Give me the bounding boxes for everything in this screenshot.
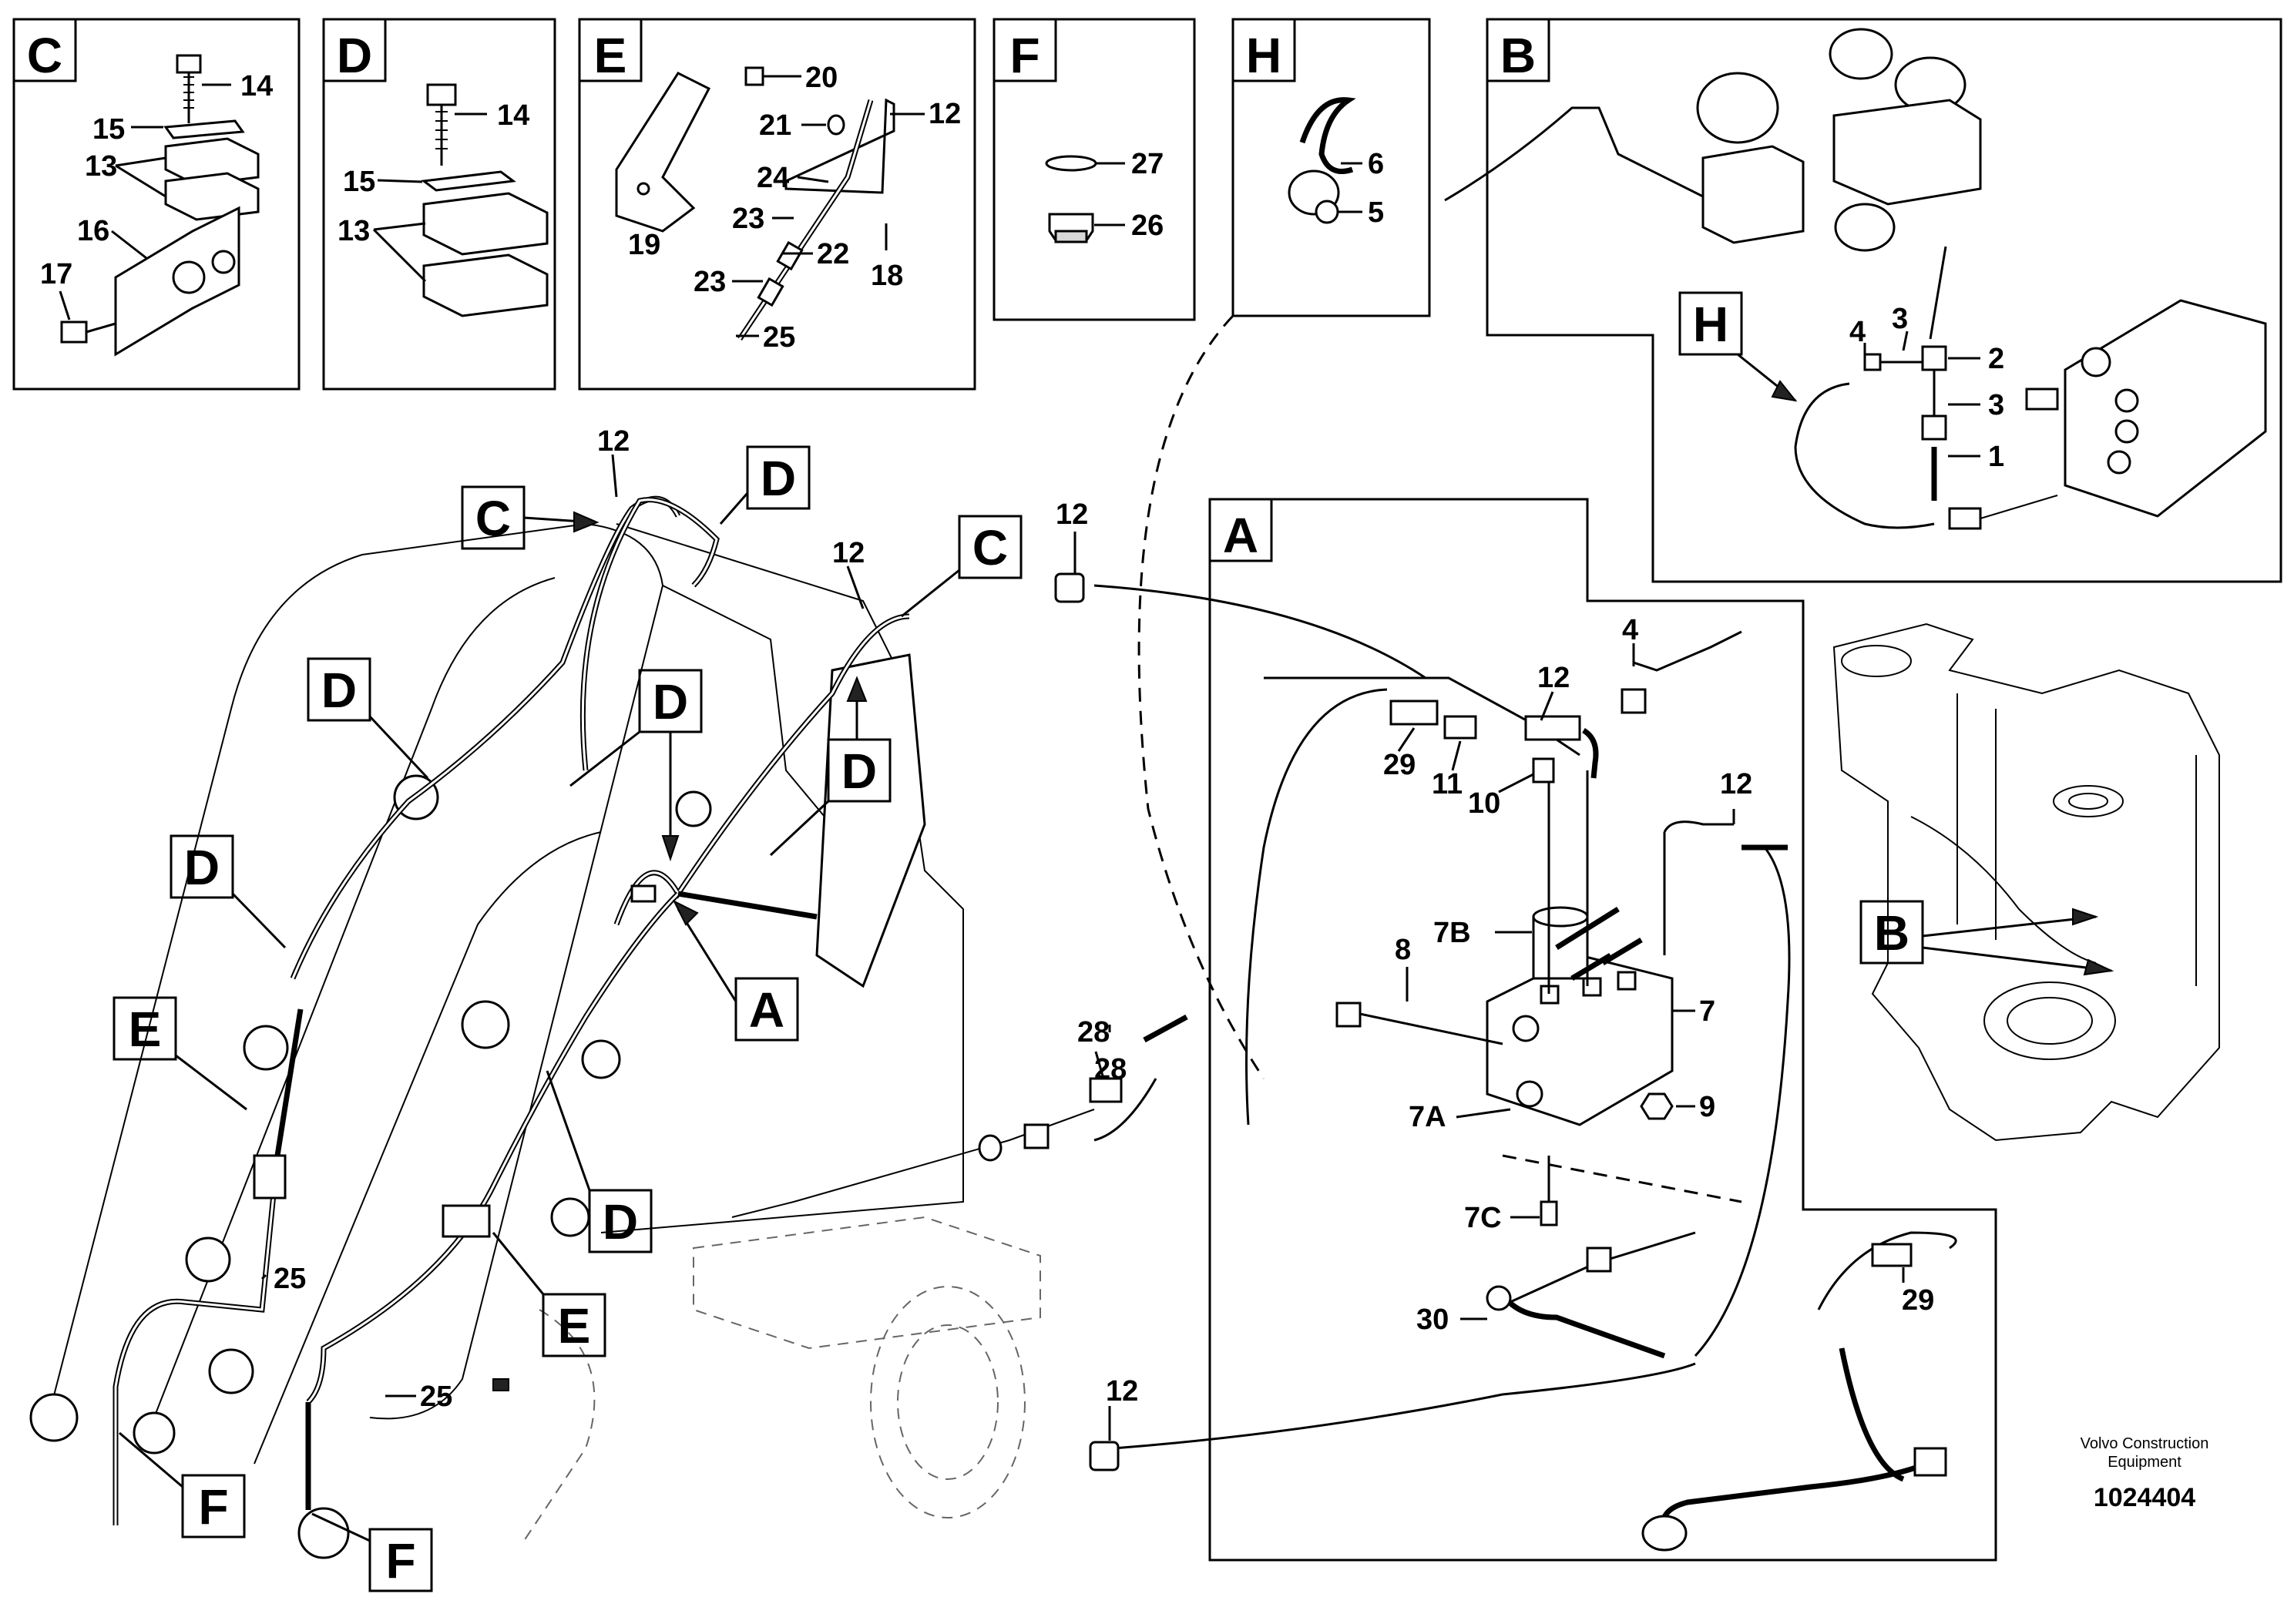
part-label: 20 (805, 62, 838, 94)
part-label: 3 (1892, 303, 1908, 335)
part-label: 1 (1988, 441, 2004, 473)
panel-d-letter: D (337, 28, 372, 83)
link-h-to-a (1137, 314, 1265, 1079)
panel-e-letter: E (594, 28, 627, 83)
part-label: 29 (1383, 749, 1416, 781)
part-label: 13 (85, 150, 117, 183)
part-label: 19 (628, 229, 660, 261)
loader-labels: 12 12 25 25 C D C D D D D A (113, 425, 1023, 1592)
callout-d: D (653, 674, 688, 730)
part-label: 25 (274, 1263, 306, 1295)
detail-panel-d: D 14 15 13 (322, 18, 556, 391)
part-label: 8 (1395, 934, 1411, 966)
brand-line-1: Volvo Construction (2081, 1435, 2209, 1452)
callout-c: C (475, 491, 511, 546)
detail-panel-f: F 27 26 (992, 18, 1196, 321)
part-label: 12 (929, 98, 961, 130)
part-label: 7 (1699, 995, 1715, 1028)
part-label: 25 (763, 321, 795, 354)
callout-c: C (972, 520, 1008, 575)
part-label: 26 (1131, 210, 1164, 242)
detail-panel-e: E 20 21 12 24 19 23 22 18 23 25 (578, 18, 976, 391)
part-label: 12 (1056, 498, 1088, 531)
document-id: 1024404 (2094, 1483, 2195, 1512)
part-label: 15 (343, 166, 375, 198)
part-label: 3 (1988, 389, 2004, 421)
callout-d: D (761, 451, 796, 506)
callout-d: D (184, 840, 220, 895)
detail-panel-b: B H 4 3 2 (1444, 18, 2282, 583)
part-label: 12 (832, 537, 865, 569)
panel-h-letter: H (1246, 28, 1281, 83)
callout-f: F (198, 1479, 228, 1535)
callout-d: D (321, 663, 357, 718)
part-label: 21 (759, 109, 791, 142)
part-label: 14 (497, 99, 529, 132)
part-label: 12 (1537, 662, 1570, 694)
part-label: 7B (1433, 917, 1471, 949)
callout-f: F (385, 1533, 415, 1589)
part-label: 10 (1468, 787, 1500, 820)
panel-a-letter: A (1223, 508, 1258, 563)
frame-view: B (1832, 622, 2220, 1142)
part-label: 16 (77, 215, 109, 247)
part-label: 7C (1464, 1202, 1502, 1234)
loader-view: 28 (29, 495, 1188, 1559)
part-label: 22 (817, 238, 849, 270)
footer: Volvo Construction Equipment 1024404 (2081, 1435, 2209, 1512)
part-label: 14 (240, 70, 273, 102)
part-label: 9 (1699, 1091, 1715, 1123)
part-label: 23 (732, 203, 764, 235)
callout-h: H (1693, 297, 1728, 352)
part-label: 25 (420, 1381, 452, 1413)
part-label: 27 (1131, 148, 1164, 180)
part-label: 6 (1368, 148, 1384, 180)
part-label: 13 (338, 215, 370, 247)
part-label: 17 (40, 258, 72, 290)
callout-d: D (603, 1194, 638, 1250)
brand-line-2: Equipment (2108, 1454, 2181, 1471)
part-label: 12 (1106, 1375, 1138, 1408)
part-label: 28 (1094, 1053, 1127, 1085)
part-label: 2 (1988, 343, 2004, 375)
part-label: 4 (1622, 614, 1638, 646)
part-label: 11 (1432, 768, 1463, 800)
panel-b-letter: B (1500, 28, 1536, 83)
callout-e: E (558, 1298, 591, 1354)
part-label: 15 (92, 113, 125, 146)
part-label: 5 (1368, 196, 1384, 229)
part-label: 30 (1416, 1304, 1449, 1336)
part-label: 18 (871, 260, 903, 292)
detail-panel-a: A (1054, 498, 1997, 1562)
detail-panel-h: H 6 5 (1231, 18, 1431, 317)
callout-b-frame: B (1874, 905, 1909, 961)
part-label: 29 (1902, 1284, 1934, 1317)
part-label: 28 (1077, 1016, 1110, 1049)
part-label: 12 (1720, 768, 1752, 800)
detail-panel-c: C 14 15 13 16 17 (12, 18, 301, 391)
callout-d: D (841, 743, 877, 799)
panel-c-letter: C (27, 28, 62, 83)
callout-a: A (749, 982, 784, 1038)
part-label: 12 (597, 425, 630, 458)
part-label: 24 (757, 162, 789, 194)
part-label: 23 (694, 266, 726, 298)
part-label: 7A (1409, 1101, 1446, 1133)
callout-e: E (129, 1002, 162, 1057)
panel-f-letter: F (1009, 28, 1040, 83)
part-label: 4 (1849, 316, 1866, 348)
